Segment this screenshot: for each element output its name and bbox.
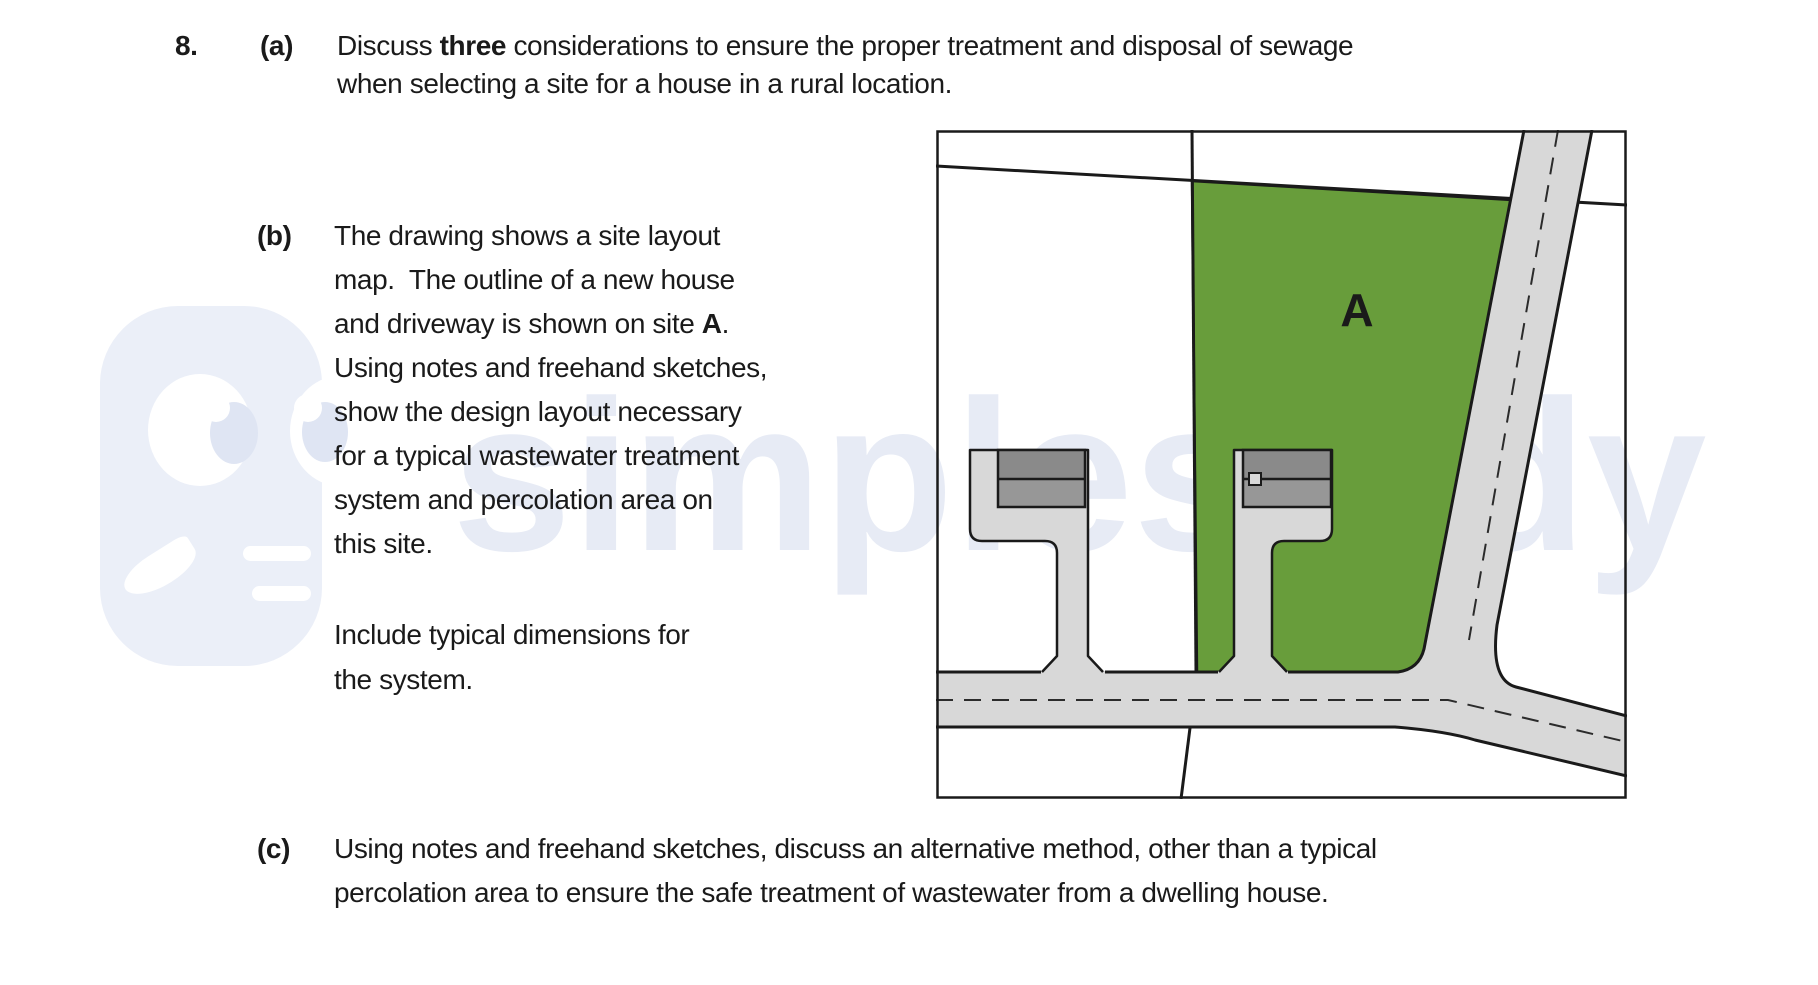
part-c-line-1: Using notes and freehand sketches, discu…	[334, 833, 1377, 864]
part-b-line-10: the system.	[334, 664, 473, 695]
part-b-line-3: and driveway is shown on site A.	[334, 308, 729, 339]
part-a-label: (a)	[260, 30, 294, 61]
driveway-existing-outline	[968, 448, 1104, 673]
part-b-line-7: system and percolation area on	[334, 484, 713, 515]
part-b-line-2: map. The outline of a new house	[334, 264, 735, 295]
watermark-logo-mouth	[117, 533, 203, 605]
part-b-label: (b)	[257, 220, 292, 251]
watermark-logo-bar	[243, 546, 311, 561]
site-layout-map: A	[936, 130, 1627, 799]
road-centerline-diagonal	[1468, 130, 1559, 641]
watermark-logo-bar	[252, 586, 311, 601]
house-new-marker	[1248, 472, 1262, 486]
part-b-line-4: Using notes and freehand sketches,	[334, 352, 768, 383]
watermark-logo-right-eye	[290, 376, 390, 486]
part-b-line-9: Include typical dimensions for	[334, 619, 690, 650]
part-b-line-8: this site.	[334, 528, 433, 559]
question-number: 8.	[175, 30, 198, 61]
watermark-logo-left-eye	[148, 374, 258, 486]
part-b-line-5: show the design layout necessary	[334, 396, 742, 427]
boundary-line-vertical	[1190, 130, 1198, 673]
part-c-line-2: percolation area to ensure the safe trea…	[334, 877, 1329, 908]
map-frame	[936, 130, 1627, 799]
boundary-line-lower	[1179, 727, 1192, 799]
part-a-line-1: Discuss three considerations to ensure t…	[337, 30, 1354, 61]
driveway-new-outline	[1218, 448, 1334, 673]
house-new	[1241, 448, 1333, 509]
road-surface	[936, 130, 1627, 776]
road-centerline-main	[936, 699, 1627, 743]
site-a-label: A	[1340, 284, 1373, 336]
house-existing	[996, 448, 1087, 509]
watermark-logo	[100, 306, 390, 666]
part-b-line-6: for a typical wastewater treatment	[334, 440, 740, 471]
road-bottom-edge	[936, 725, 1627, 778]
part-b-line-1: The drawing shows a site layout	[334, 220, 721, 251]
part-a-line-2: when selecting a site for a house in a r…	[337, 68, 952, 99]
road-top-edge	[936, 130, 1526, 674]
road-right-edge	[1494, 130, 1627, 718]
part-c-label: (c)	[257, 833, 291, 864]
